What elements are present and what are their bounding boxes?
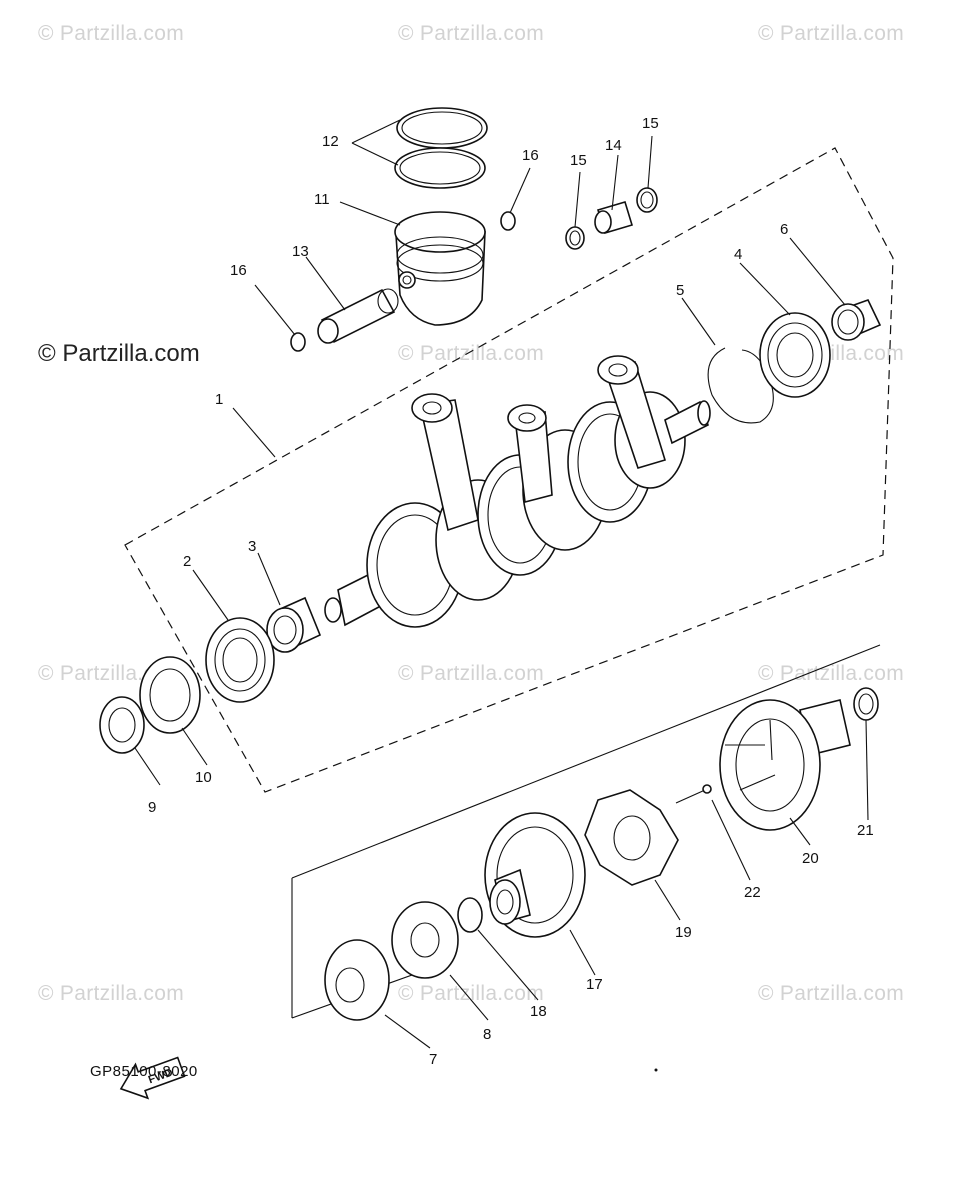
callout-16-right: 16	[522, 147, 539, 164]
callout-6: 6	[780, 221, 788, 238]
watermark-top-right: © Partzilla.com	[758, 22, 905, 45]
part-screw	[675, 784, 712, 804]
callout-18: 18	[530, 1003, 547, 1020]
part-housing	[324, 939, 390, 1021]
fwd-arrow-icon: FWD	[119, 1056, 186, 1100]
watermark-bottom-right: © Partzilla.com	[758, 982, 905, 1005]
callout-8: 8	[483, 1026, 491, 1043]
part-sleeve-left	[266, 596, 322, 653]
callout-22: 22	[744, 884, 761, 901]
part-crankshaft	[324, 355, 711, 628]
part-o-ring	[853, 687, 879, 721]
watermark-bottom-left: © Partzilla.com	[38, 982, 185, 1005]
part-damper	[584, 789, 679, 886]
part-piston-rings	[394, 107, 488, 189]
watermark-low-center: © Partzilla.com	[398, 662, 545, 685]
watermark-top-left: © Partzilla.com	[38, 22, 185, 45]
callout-labels: 12 11 13 16 16 15 14 15 6 4 5 1 3 2 10 9…	[148, 115, 874, 1068]
callout-13: 13	[292, 243, 309, 260]
callout-1: 1	[215, 391, 223, 408]
assembly-outline	[124, 147, 894, 793]
part-o-ring-small	[457, 897, 483, 933]
callout-17: 17	[586, 976, 603, 993]
callout-14: 14	[605, 137, 622, 154]
callout-10: 10	[195, 769, 212, 786]
watermark-top-center: © Partzilla.com	[398, 22, 545, 45]
callout-12: 12	[322, 133, 339, 150]
stray-dot	[654, 1068, 658, 1072]
part-main-bearing-right	[759, 312, 831, 398]
callout-3: 3	[248, 538, 256, 555]
watermark-bottom-center: © Partzilla.com	[398, 982, 545, 1005]
part-main-bearing-left	[205, 617, 275, 703]
callout-2: 2	[183, 553, 191, 570]
callout-11: 11	[314, 191, 330, 208]
part-piston-pin	[317, 288, 399, 344]
callout-4: 4	[734, 246, 742, 263]
part-bushing	[831, 299, 882, 341]
part-oil-seal	[139, 656, 201, 734]
callout-20: 20	[802, 850, 819, 867]
part-coupling-drive	[484, 812, 586, 938]
callout-16-left: 16	[230, 262, 247, 279]
callout-15-left: 15	[570, 152, 587, 169]
part-piston	[394, 211, 486, 326]
part-seal-mid	[391, 901, 459, 979]
callout-21: 21	[857, 822, 874, 839]
reference-code: GP85100-8020	[90, 1063, 198, 1080]
leader-lines	[134, 119, 869, 1049]
callout-15-right: 15	[642, 115, 659, 132]
part-small-end-bearing	[565, 187, 658, 250]
part-coupling	[719, 699, 851, 831]
part-collar	[99, 696, 145, 754]
callout-7: 7	[429, 1051, 437, 1068]
watermark-logo: © Partzilla.com	[38, 340, 200, 367]
callout-19: 19	[675, 924, 692, 941]
part-clips	[290, 211, 516, 352]
callout-5: 5	[676, 282, 684, 299]
callout-9: 9	[148, 799, 156, 816]
watermark-mid-center: © Partzilla.com	[398, 342, 545, 365]
